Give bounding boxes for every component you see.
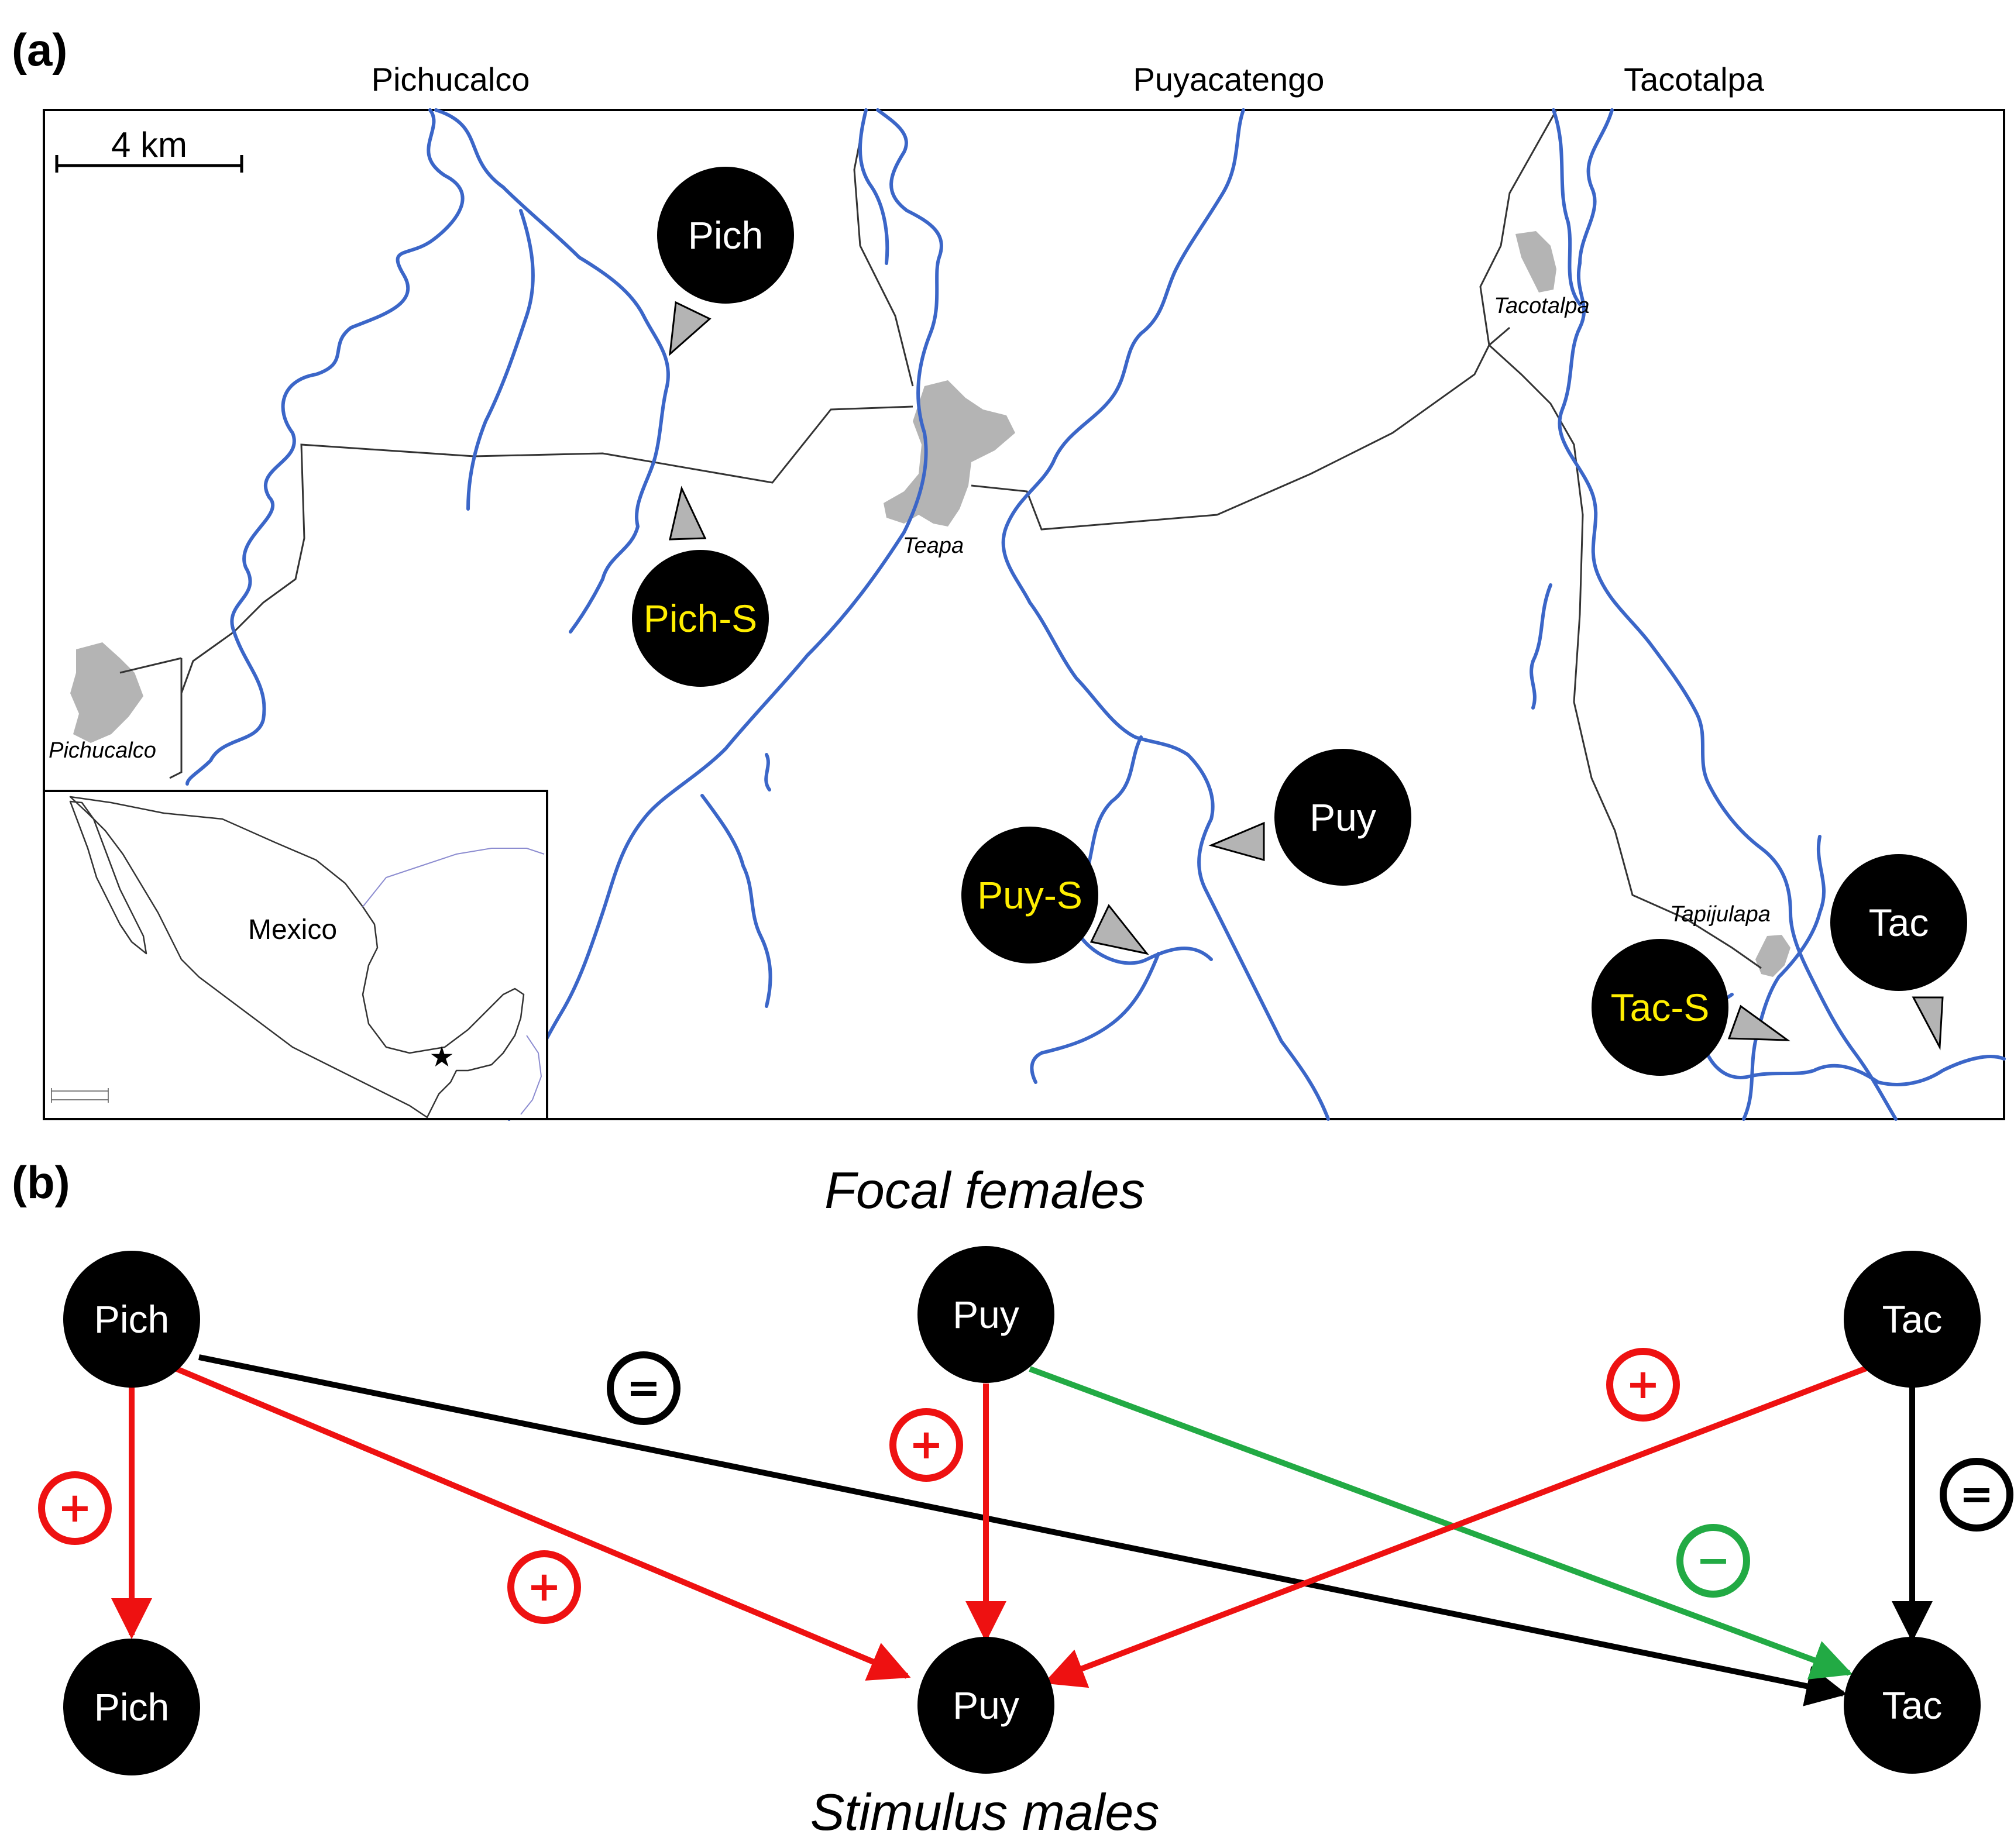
inset-map: Mexico ★ [43, 790, 548, 1120]
rivers [185, 108, 2006, 1121]
town-label-tapijulapa: Tapijulapa [1670, 902, 1771, 927]
river-teapa-east-trib [764, 753, 771, 791]
inset-country-label: Mexico [248, 914, 337, 945]
site-badge-pich: Pich [657, 167, 794, 304]
panel-a-label: (a) [12, 24, 67, 75]
male-label-tac: Tac [1882, 1684, 1943, 1727]
river-tacotalpa-east [1742, 835, 1826, 1121]
site-badge-pich-s: Pich-S [632, 550, 769, 687]
male-node-tac: Tac [1844, 1637, 1981, 1774]
site-label-puy: Puy [1310, 796, 1376, 839]
site-badge-tac-s: Tac-S [1592, 939, 1728, 1076]
sign-badge-pich-puy: + [507, 1550, 581, 1624]
sign-pich-puy: + [527, 1563, 562, 1610]
site-label-tac-s: Tac-S [1611, 986, 1710, 1029]
edge-pich-to-puy [169, 1363, 911, 1681]
female-label-pich: Pich [94, 1298, 169, 1341]
river-tacotalpa-west [1552, 108, 1582, 306]
river-teapa [507, 108, 943, 1121]
site-label-tac: Tac [1869, 901, 1929, 944]
sign-pich-pich: + [58, 1484, 92, 1532]
focal-females-title: Focal females [824, 1161, 1145, 1219]
female-node-puy: Puy [917, 1246, 1054, 1383]
sign-pich-tac: = [627, 1364, 661, 1412]
panel-b-label: (b) [12, 1157, 70, 1208]
site-marker-pich [669, 301, 712, 356]
river-puyacatengo-main [1001, 108, 1330, 1121]
site-badge-puy: Puy [1274, 749, 1411, 886]
site-marker-tac-s [1727, 1004, 1790, 1041]
region-title-pichucalco: Pichucalco [372, 61, 530, 98]
edge-pich-to-tac [198, 1354, 1847, 1706]
sign-badge-pich-pich: + [38, 1471, 112, 1545]
sign-tac-puy: + [1626, 1360, 1661, 1408]
scale-bar: 4 km [55, 125, 243, 173]
sign-badge-puy-tac: − [1676, 1524, 1750, 1598]
site-marker-pich-s [669, 486, 707, 541]
urban-area-teapa [884, 380, 1015, 526]
site-marker-puy-s [1090, 904, 1149, 955]
sign-puy-puy: + [909, 1420, 944, 1468]
edge-tac-to-puy [1043, 1363, 1874, 1688]
female-node-tac: Tac [1844, 1251, 1981, 1388]
region-title-tacotalpa: Tacotalpa [1624, 61, 1765, 98]
map: 4 km Pichucalco Teapa Tacotalpa Tapijula… [43, 108, 2006, 1121]
town-label-teapa: Teapa [903, 534, 964, 558]
municipal-boundaries [119, 109, 1762, 969]
town-label-tacotalpa: Tacotalpa [1494, 294, 1589, 318]
stimulus-males-title: Stimulus males [810, 1783, 1160, 1841]
inset-baja-outline [69, 800, 147, 955]
inset-study-location-star-icon: ★ [429, 1041, 454, 1073]
male-node-pich: Pich [63, 1639, 200, 1775]
river-pichucalco-trib [466, 209, 535, 511]
sign-badge-tac-puy: + [1606, 1348, 1680, 1422]
site-label-puy-s: Puy-S [977, 873, 1082, 917]
sign-badge-pich-tac: = [607, 1351, 681, 1425]
region-title-puyacatengo: Puyacatengo [1133, 61, 1325, 98]
urban-area-tacotalpa [1515, 231, 1556, 292]
site-badge-puy-s: Puy-S [961, 827, 1098, 963]
river-teapa-south-trib [700, 794, 772, 1008]
inset-scale-bar-icon [51, 1088, 109, 1103]
river-pichucalco-main [434, 108, 670, 634]
scale-bar-label: 4 km [111, 125, 187, 164]
male-node-puy: Puy [917, 1637, 1054, 1774]
site-badge-tac: Tac [1830, 854, 1967, 991]
site-markers [669, 301, 1944, 1051]
site-label-pich-s: Pich-S [644, 597, 757, 640]
male-label-puy: Puy [953, 1684, 1019, 1727]
urban-area-pichucalco [70, 642, 143, 743]
inset-frame [43, 790, 548, 1120]
sign-tac-tac: = [1960, 1470, 1994, 1518]
female-label-tac: Tac [1882, 1298, 1943, 1341]
inset-us-border [362, 848, 545, 907]
inset-yucatan-coast [520, 1035, 542, 1115]
town-label-pichucalco: Pichucalco [49, 738, 156, 763]
edge-puy-to-tac [1029, 1366, 1853, 1680]
female-node-pich: Pich [63, 1251, 200, 1388]
male-label-pich: Pich [94, 1685, 169, 1729]
site-marker-puy [1208, 821, 1265, 861]
river-pichucalco-west [185, 108, 465, 786]
site-label-pich: Pich [688, 214, 763, 257]
sign-badge-tac-tac: = [1940, 1458, 2013, 1532]
sign-puy-tac: − [1696, 1536, 1731, 1584]
site-marker-tac [1912, 996, 1944, 1051]
urban-area-tapijulapa [1755, 935, 1790, 977]
sign-badge-puy-puy: + [889, 1408, 963, 1482]
inset-country-outline [69, 796, 525, 1119]
female-label-puy: Puy [953, 1293, 1019, 1336]
river-puyacatengo-south [1030, 952, 1160, 1084]
river-teapa-west-trib [858, 108, 889, 265]
preference-edges [111, 1354, 1933, 1706]
river-tacotalpa-west2 [1530, 583, 1552, 710]
